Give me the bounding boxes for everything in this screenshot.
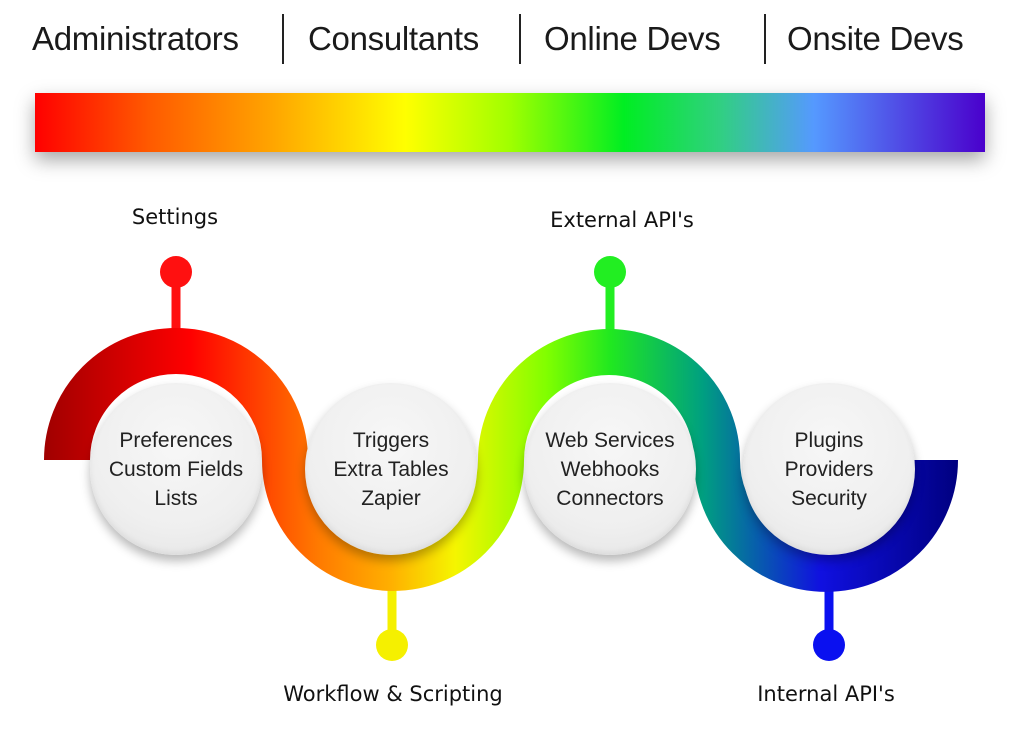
label-internal-apis: Internal API's: [757, 682, 895, 706]
stage-circle-settings: Preferences Custom Fields Lists: [90, 383, 262, 555]
wave-band: [44, 328, 958, 592]
role-consultants: Consultants: [308, 20, 479, 57]
label-workflow-scripting: Workflow & Scripting: [283, 682, 503, 706]
stage-item: Lists: [154, 486, 198, 510]
stage-item: Plugins: [794, 428, 864, 452]
stage-item: Triggers: [352, 428, 430, 452]
role-header: Administrators Consultants Online Devs O…: [0, 14, 1024, 66]
stage-circle-workflow: Triggers Extra Tables Zapier: [305, 383, 477, 555]
stage-item: Preferences: [119, 428, 233, 452]
stage-item: Providers: [784, 457, 874, 481]
label-settings: Settings: [131, 205, 219, 229]
stage-circle-internal-apis: Plugins Providers Security: [743, 383, 915, 555]
stage-item: Zapier: [361, 486, 421, 510]
stage-item: Web Services: [545, 428, 675, 452]
stage-item: Extra Tables: [333, 457, 449, 481]
label-external-apis: External API's: [550, 208, 694, 232]
divider: [764, 14, 766, 64]
stage-circle-external-apis: Web Services Webhooks Connectors: [524, 383, 696, 555]
divider: [282, 14, 284, 64]
pin-external-apis: [594, 256, 626, 335]
pin-settings: [160, 256, 192, 335]
divider: [519, 14, 521, 64]
role-administrators: Administrators: [32, 20, 239, 57]
stage-item: Connectors: [556, 486, 664, 510]
role-onsite-devs: Onsite Devs: [787, 20, 964, 57]
stage-item: Security: [791, 486, 867, 510]
spectrum-bar: [35, 93, 985, 152]
pin-workflow: [376, 585, 408, 661]
stage-item: Custom Fields: [108, 457, 244, 481]
stage-item: Webhooks: [560, 457, 660, 481]
role-online-devs: Online Devs: [544, 20, 721, 57]
pin-internal-apis: [813, 585, 845, 661]
